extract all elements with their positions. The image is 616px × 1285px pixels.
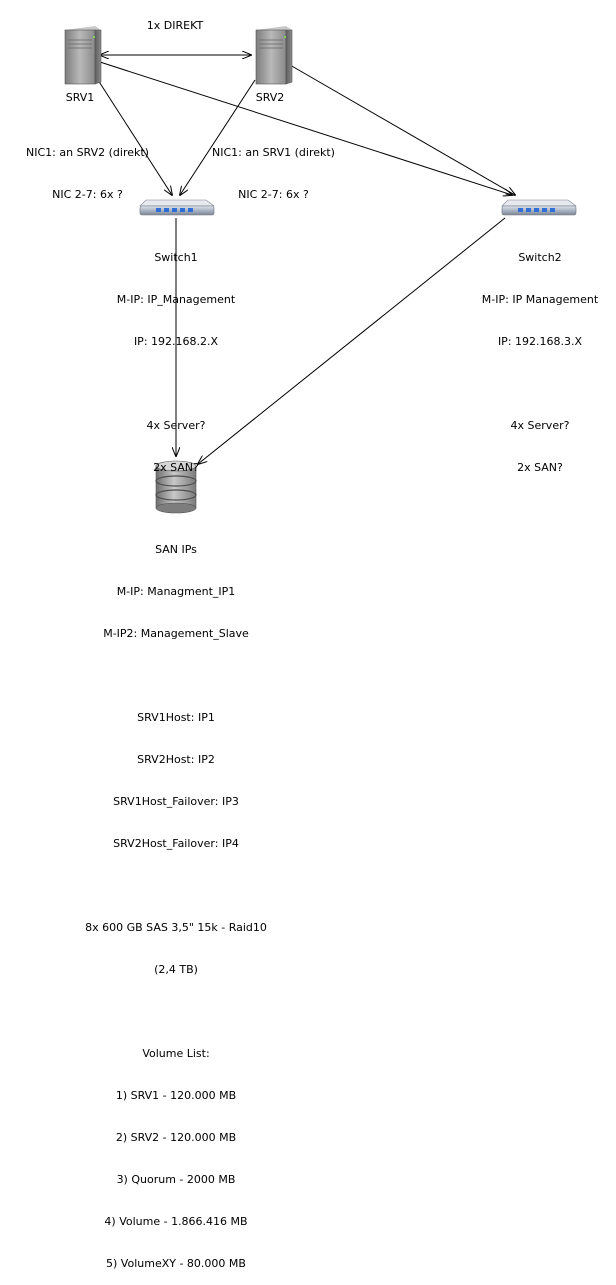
network-diagram — [64, 26, 577, 514]
srv2-nic-line-2: NIC 2-7: 6x ? — [238, 188, 309, 201]
san-capacity: (2,4 TB) — [154, 963, 198, 976]
san-disk-config: 8x 600 GB SAS 3,5" 15k - Raid10 — [85, 921, 267, 934]
volume-item: 3) Quorum - 2000 MB — [116, 1173, 236, 1186]
switch1-icon — [139, 199, 215, 216]
volume-item: 1) SRV1 - 120.000 MB — [115, 1089, 237, 1102]
san-name: SAN IPs — [155, 543, 197, 556]
switch1-ip: IP: 192.168.2.X — [133, 335, 219, 348]
switch2-mip: M-IP: IP Management — [481, 293, 599, 306]
switch1-san-count: 2x SAN? — [153, 461, 199, 474]
srv2-name: SRV2 — [255, 91, 285, 104]
direct-link-label: 1x DIREKT — [146, 19, 204, 32]
volume-list-title: Volume List: — [142, 1047, 210, 1060]
san-host-1: SRV1Host: IP1 — [137, 711, 215, 724]
switch2-server-count: 4x Server? — [510, 419, 570, 432]
edge-srv2-switch1 — [180, 79, 256, 195]
srv2-server-icon — [255, 26, 293, 85]
volume-item: 5) VolumeXY - 80.000 MB — [106, 1257, 246, 1270]
edge-srv2-switch2 — [289, 64, 515, 195]
srv1-nic-info: NIC1: an SRV2 (direkt) NIC 2-7: 6x ? — [10, 118, 165, 216]
switch1-mip: M-IP: IP_Management — [116, 293, 236, 306]
srv1-nic-line-1: NIC1: an SRV2 (direkt) — [26, 146, 149, 159]
san-info: SAN IPs M-IP: Managment_IP1 M-IP2: Manag… — [46, 515, 306, 1285]
switch1-name: Switch1 — [154, 251, 198, 264]
switch2-ip: IP: 192.168.3.X — [497, 335, 583, 348]
switch2-info: Switch2 M-IP: IP Management IP: 192.168.… — [470, 223, 610, 489]
san-storage-icon — [155, 460, 197, 514]
san-host-2: SRV2Host: IP2 — [137, 753, 215, 766]
volume-item: 2) SRV2 - 120.000 MB — [115, 1131, 237, 1144]
san-mip2: M-IP2: Management_Slave — [103, 627, 249, 640]
srv1-name: SRV1 — [65, 91, 95, 104]
switch1-info: Switch1 M-IP: IP_Management IP: 192.168.… — [106, 223, 246, 489]
switch1-server-count: 4x Server? — [146, 419, 206, 432]
edge-srv1-switch2 — [99, 61, 512, 195]
san-host-3: SRV1Host_Failover: IP3 — [113, 795, 239, 808]
san-mip: M-IP: Managment_IP1 — [116, 585, 236, 598]
edge-switch2-san — [198, 217, 506, 464]
san-host-4: SRV2Host_Failover: IP4 — [113, 837, 239, 850]
switch2-icon — [501, 199, 577, 216]
srv2-nic-info: NIC1: an SRV1 (direkt) NIC 2-7: 6x ? — [196, 118, 351, 216]
switch2-name: Switch2 — [518, 251, 562, 264]
edge-srv1-switch1 — [97, 79, 172, 195]
srv1-nic-line-2: NIC 2-7: 6x ? — [52, 188, 123, 201]
srv2-nic-line-1: NIC1: an SRV1 (direkt) — [212, 146, 335, 159]
srv1-server-icon — [64, 26, 102, 85]
volume-item: 4) Volume - 1.866.416 MB — [104, 1215, 248, 1228]
switch2-san-count: 2x SAN? — [517, 461, 563, 474]
